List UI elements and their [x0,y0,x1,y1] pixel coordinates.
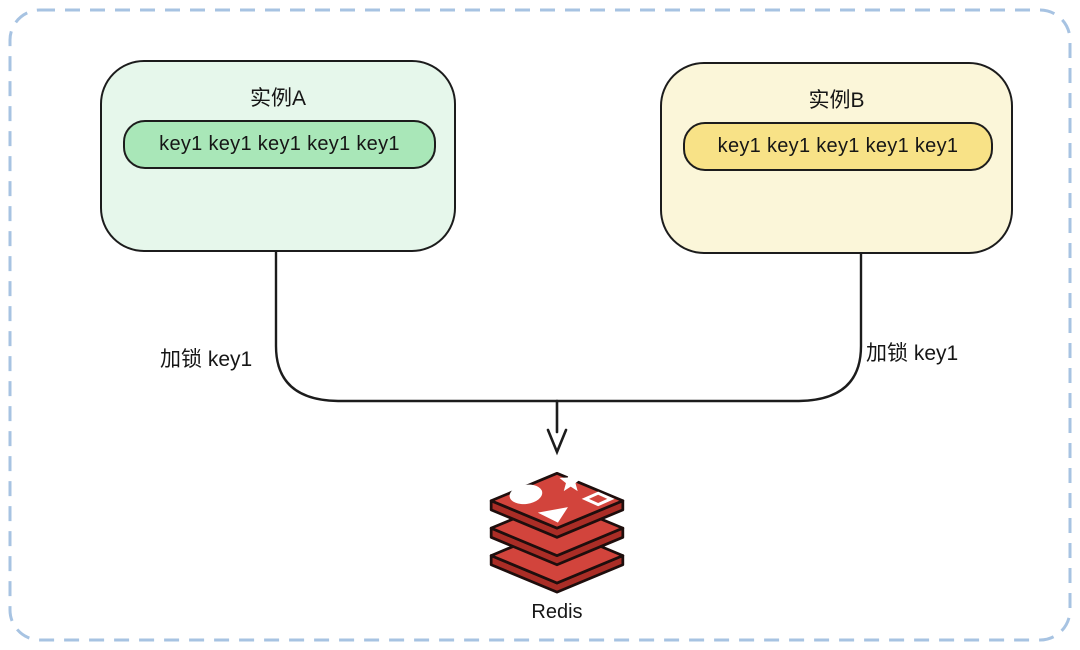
redis-icon [489,469,625,594]
ellipse-glyph [509,484,543,505]
connector-instance-a [274,250,559,403]
redis-node: Redis [473,466,641,624]
redis-label: Redis [531,601,583,623]
instance-b-title: 实例B [808,89,865,112]
instance-b-keys: key1 key1 key1 key1 key1 [683,122,993,171]
star-glyph [559,469,583,492]
merged-arrow [546,399,568,456]
instance-b-box: 实例B key1 key1 key1 key1 key1 [660,62,1013,254]
instance-a-keys: key1 key1 key1 key1 key1 [123,120,436,169]
triangle-glyph [537,507,568,523]
redis-icon-glyphs [509,469,615,523]
instance-a-title: 实例A [249,87,306,110]
connector-instance-b [555,252,863,403]
lock-label-left: 加锁 key1 [160,348,253,371]
lock-label-right: 加锁 key1 [866,342,959,365]
instance-a-box: 实例A key1 key1 key1 key1 key1 [100,60,456,252]
